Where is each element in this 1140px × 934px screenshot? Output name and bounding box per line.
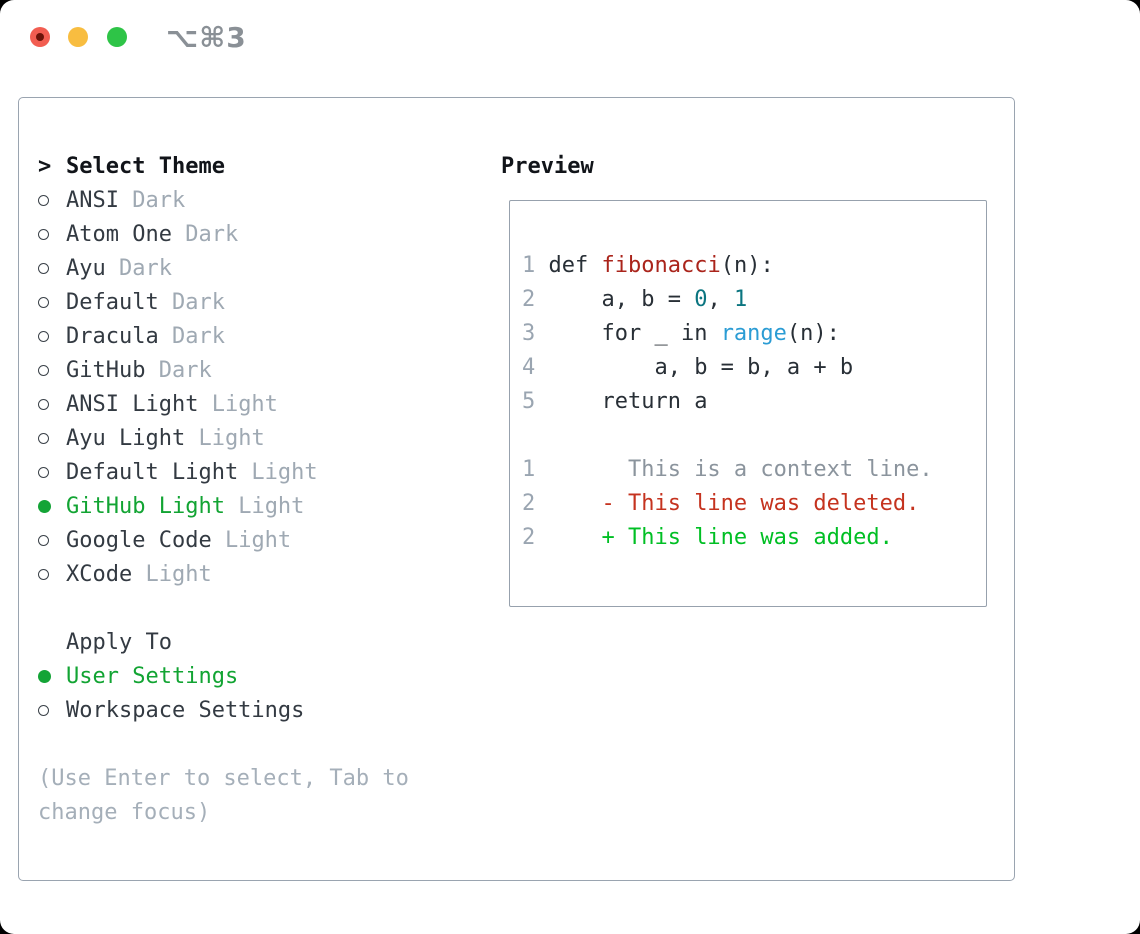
code-line: 1 def fibonacci(n):: [522, 252, 774, 278]
code-line: 2 a, b = 0, 1: [522, 286, 748, 312]
theme-name: ANSI Light: [66, 391, 199, 417]
theme-name: Ayu Light: [66, 425, 186, 451]
radio-selected-icon: [38, 499, 66, 513]
theme-option-label: Ayu Dark: [66, 256, 172, 281]
theme-variant: Dark: [105, 255, 172, 281]
window-title: ⌥⌘3: [166, 21, 247, 54]
theme-variant: Dark: [158, 289, 225, 315]
theme-variant: Dark: [158, 323, 225, 349]
theme-variant: Dark: [118, 187, 186, 213]
theme-option-label: Atom One Dark: [66, 222, 238, 247]
theme-name: XCode: [66, 561, 133, 587]
theme-option-label: Dracula Dark: [66, 324, 225, 349]
theme-variant: Light: [238, 459, 318, 485]
code-line: 2 + This line was added.: [522, 524, 893, 550]
theme-option-label: XCode Light: [66, 562, 212, 587]
theme-option-ayu[interactable]: Ayu Dark: [38, 251, 409, 285]
theme-option-atom-one[interactable]: Atom One Dark: [38, 217, 409, 251]
radio-unselected-icon: [38, 432, 66, 444]
apply-option-user-settings[interactable]: User Settings: [38, 659, 409, 693]
radio-unselected-icon: [38, 534, 66, 546]
theme-variant: Light: [198, 391, 278, 417]
code-line: 5 return a: [522, 388, 708, 414]
maximize-button[interactable]: [107, 27, 127, 47]
titlebar: ⌥⌘3: [0, 0, 1140, 75]
theme-option-label: Google Code Light: [66, 528, 291, 553]
apply-to-header-row: Apply To: [38, 625, 409, 659]
spacer: [38, 727, 409, 761]
select-theme-header: Select Theme: [66, 153, 225, 179]
code-line: 1 This is a context line.: [522, 456, 933, 482]
theme-variant: Light: [185, 425, 265, 451]
radio-unselected-icon: [38, 398, 66, 410]
radio-unselected-icon: [38, 262, 66, 274]
code-preview: 1 def fibonacci(n): 2 a, b = 0, 1 3 for _ …: [522, 248, 933, 554]
code-line: 2 - This line was deleted.: [522, 490, 920, 516]
theme-option-label: GitHub Dark: [66, 358, 212, 383]
theme-variant: Dark: [145, 357, 212, 383]
theme-name: Default Light: [66, 459, 239, 485]
theme-option-default-light[interactable]: Default Light Light: [38, 455, 409, 489]
preview-header: Preview: [501, 153, 594, 179]
theme-name: Google Code: [66, 527, 212, 553]
theme-name: Dracula: [66, 323, 159, 349]
theme-option-github-light[interactable]: GitHub Light Light: [38, 489, 409, 523]
code-line: 4 a, b = b, a + b: [522, 354, 854, 380]
theme-option-ayu-light[interactable]: Ayu Light Light: [38, 421, 409, 455]
minimize-button[interactable]: [68, 27, 88, 47]
theme-option-github[interactable]: GitHub Dark: [38, 353, 409, 387]
theme-option-dracula[interactable]: Dracula Dark: [38, 319, 409, 353]
help-text-line-1: (Use Enter to select, Tab to: [38, 765, 409, 791]
radio-unselected-icon: [38, 330, 66, 342]
theme-variant: Dark: [171, 221, 239, 247]
cursor-arrow-icon: >: [38, 153, 52, 179]
theme-variant: Light: [132, 561, 212, 587]
theme-name: Ayu: [66, 255, 106, 281]
theme-option-label: Default Dark: [66, 290, 225, 315]
theme-name: ANSI: [66, 187, 119, 213]
theme-option-ansi[interactable]: ANSI Dark: [38, 183, 409, 217]
close-dot-icon: [36, 33, 44, 41]
radio-unselected-icon: [38, 228, 66, 240]
theme-option-ansi-light[interactable]: ANSI Light Light: [38, 387, 409, 421]
apply-option-workspace-settings[interactable]: Workspace Settings: [38, 693, 409, 727]
theme-option-label: Default Light Light: [66, 460, 318, 485]
radio-unselected-icon: [38, 194, 66, 206]
help-text-line-2: change focus): [38, 799, 211, 825]
theme-option-default[interactable]: Default Dark: [38, 285, 409, 319]
radio-unselected-icon: [38, 704, 66, 716]
radio-selected-icon: [38, 669, 66, 683]
code-line: 3 for _ in range(n):: [522, 320, 840, 346]
close-button[interactable]: [30, 27, 50, 47]
radio-unselected-icon: [38, 466, 66, 478]
select-theme-header-row: > Select Theme: [38, 149, 409, 183]
radio-unselected-icon: [38, 296, 66, 308]
theme-option-google-code[interactable]: Google Code Light: [38, 523, 409, 557]
theme-variant: Light: [211, 527, 292, 553]
theme-option-label: Ayu Light Light: [66, 426, 265, 451]
preview-box: 1 def fibonacci(n): 2 a, b = 0, 1 3 for _ …: [509, 200, 987, 607]
apply-option-label: User Settings: [66, 663, 239, 689]
theme-option-label: ANSI Light Light: [66, 392, 278, 417]
theme-option-label: GitHub Light Light: [66, 494, 304, 519]
theme-option-xcode[interactable]: XCode Light: [38, 557, 409, 591]
code-line: [522, 418, 933, 452]
theme-name: GitHub Light: [66, 493, 225, 519]
theme-option-label: ANSI Dark: [66, 188, 185, 213]
radio-unselected-icon: [38, 364, 66, 376]
theme-name: Default: [66, 289, 159, 315]
theme-variant: Light: [224, 493, 305, 519]
radio-unselected-icon: [38, 568, 66, 580]
theme-name: GitHub: [66, 357, 146, 383]
apply-option-label: Workspace Settings: [66, 697, 305, 723]
apply-to-header: Apply To: [66, 629, 172, 655]
spacer: [38, 591, 409, 625]
theme-name: Atom One: [66, 221, 172, 247]
